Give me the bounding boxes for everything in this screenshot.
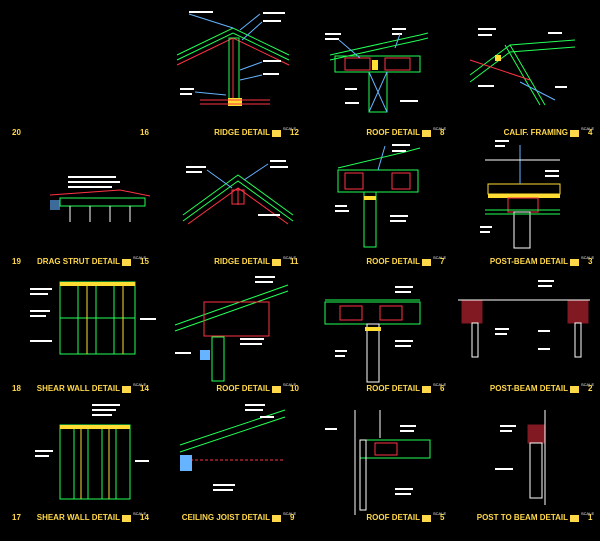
- scale-marker: [422, 515, 431, 522]
- ridge-detail-11-drawing: [182, 160, 294, 225]
- detail-title: SHEAR WALL DETAIL: [36, 513, 120, 522]
- scale-label: SCALE: [283, 126, 297, 131]
- detail-number: 1: [588, 513, 593, 522]
- detail-number: 11: [290, 257, 299, 266]
- detail-title: POST-BEAM DETAIL: [489, 384, 568, 393]
- post-beam-2-drawing: [458, 280, 590, 358]
- detail-number: 15: [140, 257, 149, 266]
- scale-label: SCALE: [433, 255, 447, 260]
- detail-title: ROOF DETAIL: [366, 257, 420, 266]
- scale-marker: [122, 386, 131, 393]
- shear-wall-14-drawing: [30, 281, 156, 355]
- detail-left-number: 18: [12, 384, 21, 393]
- detail-number: 2: [588, 384, 593, 393]
- drag-strut-15-drawing: [49, 176, 151, 222]
- scale-marker: [570, 130, 579, 137]
- detail-title: ROOF DETAIL: [366, 513, 420, 522]
- post-beam-3-drawing: [480, 140, 561, 249]
- scale-label: SCALE: [433, 126, 447, 131]
- detail-number: 10: [290, 384, 299, 393]
- detail-number: 12: [290, 128, 299, 137]
- detail-title: ROOF DETAIL: [366, 384, 420, 393]
- scale-label: SCALE: [581, 511, 595, 516]
- detail-number: 16: [140, 128, 149, 137]
- roof-detail-5-drawing: [325, 410, 431, 515]
- detail-left-number: 19: [12, 257, 21, 266]
- shear-wall-14b-drawing: [35, 404, 149, 500]
- detail-title: ROOF DETAIL: [366, 128, 420, 137]
- detail-left-number: 17: [12, 513, 21, 522]
- scale-label: SCALE: [283, 511, 297, 516]
- detail-number: 6: [440, 384, 445, 393]
- scale-marker: [570, 386, 579, 393]
- detail-title: CALIF. FRAMING: [503, 128, 568, 137]
- detail-title: SHEAR WALL DETAIL: [36, 384, 120, 393]
- scale-label: SCALE: [433, 382, 447, 387]
- roof-detail-8-drawing: [325, 28, 429, 113]
- detail-title: RIDGE DETAIL: [214, 128, 270, 137]
- scale-label: SCALE: [283, 382, 297, 387]
- ridge-detail-12-drawing: [176, 11, 290, 106]
- roof-detail-7-drawing: [335, 144, 421, 248]
- detail-number: 9: [290, 513, 295, 522]
- detail-number: 14: [140, 384, 149, 393]
- detail-number: 3: [588, 257, 593, 266]
- scale-marker: [422, 386, 431, 393]
- detail-left-number: 20: [12, 128, 21, 137]
- scale-label: SCALE: [433, 511, 447, 516]
- scale-label: SCALE: [283, 255, 297, 260]
- post-to-beam-1-drawing: [495, 410, 546, 505]
- scale-marker: [570, 259, 579, 266]
- calif-framing-4-drawing: [469, 28, 576, 106]
- detail-title: POST-BEAM DETAIL: [489, 257, 568, 266]
- detail-title: CEILING JOIST DETAIL: [181, 513, 270, 522]
- scale-marker: [272, 386, 281, 393]
- scale-marker: [272, 130, 281, 137]
- detail-number: 8: [440, 128, 445, 137]
- scale-marker: [122, 515, 131, 522]
- scale-marker: [122, 259, 131, 266]
- detail-title: RIDGE DETAIL: [214, 257, 270, 266]
- scale-label: SCALE: [133, 511, 147, 516]
- scale-marker: [272, 259, 281, 266]
- detail-title: POST TO BEAM DETAIL: [476, 513, 568, 522]
- scale-label: SCALE: [581, 255, 595, 260]
- scale-label: SCALE: [133, 382, 147, 387]
- detail-number: 5: [440, 513, 445, 522]
- scale-marker: [570, 515, 579, 522]
- scale-marker: [272, 515, 281, 522]
- roof-detail-6-drawing: [324, 286, 421, 383]
- scale-label: SCALE: [133, 255, 147, 260]
- roof-detail-10-drawing: [174, 276, 289, 382]
- detail-title: ROOF DETAIL: [216, 384, 270, 393]
- scale-marker: [422, 130, 431, 137]
- detail-number: 4: [588, 128, 593, 137]
- ceiling-joist-9-drawing: [179, 404, 286, 491]
- detail-title: DRAG STRUT DETAIL: [37, 257, 120, 266]
- scale-marker: [422, 259, 431, 266]
- scale-label: SCALE: [581, 382, 595, 387]
- scale-label: SCALE: [581, 126, 595, 131]
- detail-number: 7: [440, 257, 445, 266]
- detail-number: 14: [140, 513, 149, 522]
